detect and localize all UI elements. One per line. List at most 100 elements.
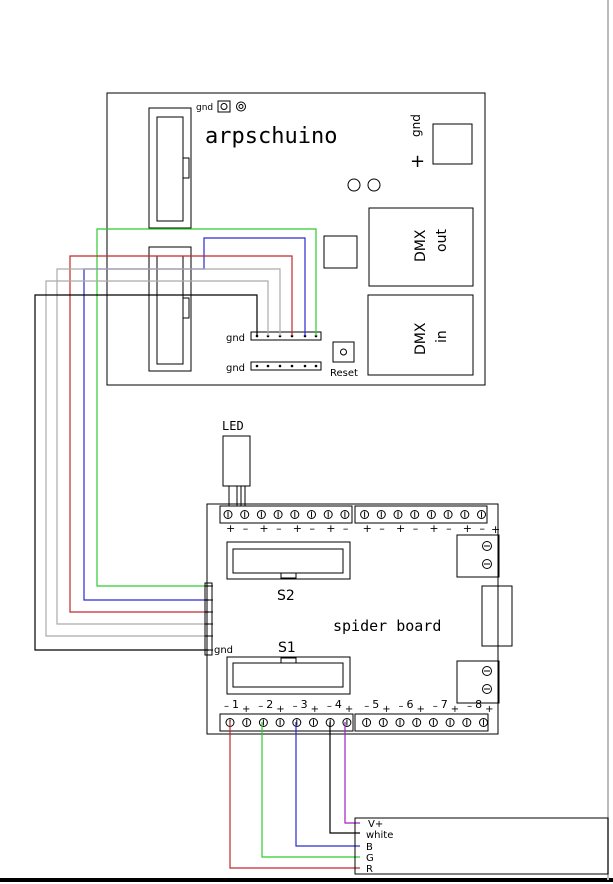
header-2-pins	[255, 364, 318, 368]
top-terminal-right	[354, 505, 488, 524]
connector-lower	[148, 246, 192, 372]
channel-6-plus: +	[417, 704, 425, 715]
wire-blue	[83, 237, 306, 601]
gnd-pad-hole	[220, 103, 228, 110]
top-screw-16	[477, 510, 486, 519]
rgb-label-r: R	[366, 864, 373, 875]
reset-button	[332, 341, 355, 363]
wire-red	[69, 255, 293, 613]
rgb-label-b: B	[366, 842, 373, 853]
bottom-screw-12	[412, 718, 422, 727]
bottom-screw-9	[362, 718, 372, 727]
top-polarity-16: –	[480, 522, 486, 535]
channel-4-minus: –	[327, 701, 332, 712]
dmx-out-sub-label: out	[434, 229, 450, 252]
bottom-screw-6	[309, 718, 318, 727]
bottom-terminal-left	[219, 713, 354, 732]
gnd-pad-square	[217, 100, 231, 113]
top-screw-11	[393, 510, 403, 519]
gnd-top-label: gnd	[196, 103, 213, 113]
top-terminal-screws	[223, 510, 486, 519]
reset-button-cap	[340, 348, 347, 356]
channel-8-label: 8	[475, 698, 482, 711]
top-polarity-14: –	[446, 522, 452, 535]
bottom-screw-10	[378, 718, 388, 727]
power-terminal-upper	[456, 534, 500, 578]
top-polarity-2: –	[243, 522, 249, 535]
wire-out-black	[329, 722, 360, 834]
output-wires	[229, 722, 360, 869]
top-screw-10	[376, 510, 386, 519]
channel-7-minus: –	[433, 701, 438, 712]
plus-label: +	[410, 151, 425, 172]
bottom-screw-11	[395, 718, 405, 727]
bottom-screw-15	[462, 718, 472, 727]
channel-2-plus: +	[276, 704, 284, 715]
top-polarity-7: +	[326, 522, 335, 535]
connector-upper-inner	[156, 116, 184, 222]
connector-lower-key	[182, 297, 190, 319]
bottom-screw-13	[428, 718, 438, 727]
top-polarity-9: +	[363, 522, 372, 535]
channel-6-minus: –	[399, 701, 404, 712]
top-screw-14	[443, 510, 453, 519]
channel-2-label: 2	[266, 698, 273, 711]
s1-label: S1	[278, 640, 296, 656]
top-polarity-13: +	[429, 522, 438, 535]
top-screw-9	[360, 510, 370, 519]
channel-3-plus: +	[311, 704, 319, 715]
top-screw-13	[426, 510, 436, 519]
top-screw-4	[273, 510, 283, 519]
control-input-connector	[204, 582, 213, 656]
top-polarity-12: –	[413, 522, 419, 535]
connector-upper	[148, 107, 192, 229]
s1-connector-inner	[232, 662, 344, 688]
s1-connector	[226, 656, 351, 695]
power-terminal-lower	[456, 660, 500, 704]
arpschuino-outline	[106, 92, 486, 386]
connector-upper-key	[182, 157, 190, 179]
spider-outline	[206, 503, 499, 735]
control-input-pins	[205, 585, 213, 651]
channel-1-label: 1	[232, 698, 239, 711]
led-label: LED	[222, 419, 244, 433]
power-terminal	[432, 123, 473, 165]
top-polarity-15: +	[463, 522, 472, 535]
top-polarity-8: –	[343, 522, 349, 535]
s2-label: S2	[277, 588, 295, 604]
gnd-pad-round	[236, 101, 246, 112]
top-screw-3	[256, 510, 266, 519]
top-polarity-1: +	[226, 522, 235, 535]
fuse	[481, 585, 513, 647]
top-screw-6	[307, 510, 316, 519]
wire-out-red	[229, 722, 360, 869]
channel-6-label: 6	[407, 698, 414, 711]
top-polarity-10: –	[379, 522, 385, 535]
top-screw-8	[340, 510, 350, 519]
bottom-screw-14	[445, 718, 455, 727]
dmx-in-label: DMX	[413, 322, 429, 355]
top-terminal-left	[219, 505, 353, 524]
bottom-screw-2	[242, 718, 252, 727]
channel-8-plus: +	[485, 704, 493, 715]
dmx-in-connector	[367, 294, 474, 376]
led-component: LED	[222, 419, 251, 506]
channel-3-minus: –	[293, 701, 298, 712]
s2-connector	[226, 541, 351, 580]
header-gnd-label-1: gnd	[226, 333, 245, 344]
top-polarity-end: +	[491, 523, 500, 536]
wire-green	[96, 228, 317, 587]
bottom-screw-16	[479, 718, 488, 727]
wire-out-blue	[295, 722, 360, 847]
channel-5-label: 5	[372, 698, 379, 711]
header-gnd-label-2: gnd	[226, 363, 245, 374]
rgb-label-vplus: V+	[368, 819, 383, 830]
top-polarity-6: –	[310, 522, 316, 535]
top-screw-1	[223, 510, 233, 519]
bottom-terminal-right	[354, 713, 489, 732]
s1-key	[280, 657, 297, 664]
bottom-screw-3	[258, 718, 268, 727]
channel-4-label: 4	[335, 698, 342, 711]
top-polarity-11: +	[396, 522, 405, 535]
